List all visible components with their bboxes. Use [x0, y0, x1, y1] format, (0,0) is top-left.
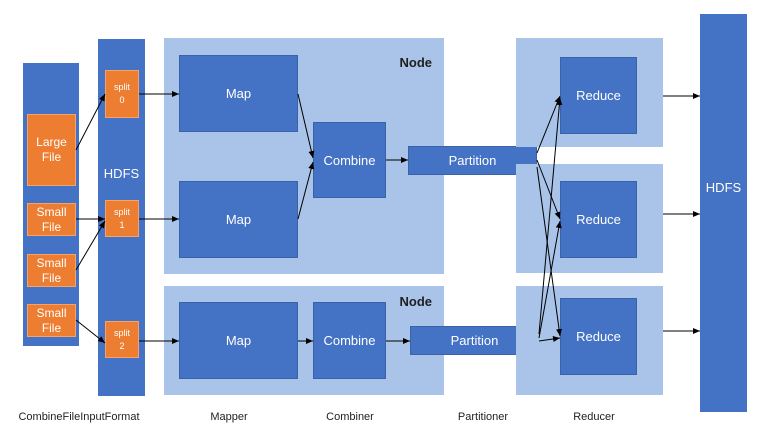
mapper-label: Mapper	[210, 411, 248, 423]
reduce-box: Reduce	[560, 298, 637, 375]
combiner-label: Combiner	[326, 411, 374, 423]
combine-box: Combine	[313, 122, 386, 198]
hdfs-left-label: HDFS	[103, 165, 140, 181]
arrow	[538, 97, 563, 335]
node-1-title: Node	[399, 55, 433, 70]
map-box: Map	[179, 55, 298, 132]
arrow	[297, 93, 315, 159]
reduce-box: Reduce	[560, 181, 637, 258]
large-file-box: Large File	[27, 114, 76, 186]
node-2-title: Node	[399, 294, 433, 309]
reduce-box: Reduce	[560, 57, 637, 134]
arrow	[538, 336, 561, 342]
partition-box: Partition	[408, 146, 537, 175]
arrow	[536, 159, 561, 220]
small-file-box: Small File	[27, 203, 76, 236]
hdfs-right-label: HDFS	[705, 179, 742, 195]
arrow	[297, 161, 315, 220]
input-format-label: CombineFileInputFormat	[18, 411, 140, 423]
combine-box: Combine	[313, 302, 386, 379]
arrow	[536, 95, 561, 154]
split-0-box: split 0	[105, 70, 139, 118]
split-1-box: split 1	[105, 200, 139, 237]
arrow	[75, 220, 106, 271]
partitioner-label: Partitioner	[457, 411, 509, 423]
arrow	[536, 166, 563, 337]
arrow	[75, 319, 106, 344]
arrow	[538, 220, 562, 339]
map-box: Map	[179, 302, 298, 379]
small-file-box: Small File	[27, 304, 76, 337]
split-2-box: split 2	[105, 321, 139, 358]
small-file-box: Small File	[27, 254, 76, 287]
reducer-label: Reducer	[573, 411, 615, 423]
map-box: Map	[179, 181, 298, 258]
arrow	[75, 93, 106, 151]
hdfs-right-column	[700, 14, 747, 412]
